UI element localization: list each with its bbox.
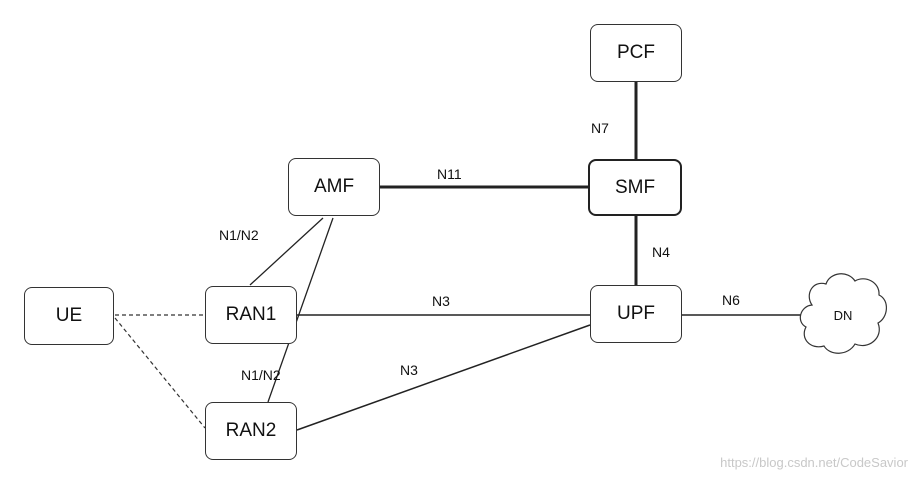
dn-cloud-shape [799,273,887,354]
pcf-node[interactable]: PCF [590,24,682,82]
smf-node[interactable]: SMF [588,159,682,216]
edge-amf-ran2 [267,217,334,403]
amf-node[interactable]: AMF [288,158,380,216]
watermark-url: https://blog.csdn.net/CodeSavior [720,455,908,470]
label-n3-ran1: N3 [432,293,450,309]
ran2-node[interactable]: RAN2 [205,402,297,460]
edge-ue-ran2-dashed [114,317,206,429]
edge-amf-ran1 [249,217,324,286]
label-n6: N6 [722,292,740,308]
label-n1n2-ran1: N1/N2 [219,227,259,243]
edge-ran2-upf [296,324,591,431]
label-n1n2-ran2: N1/N2 [241,367,281,383]
label-n4: N4 [652,244,670,260]
ue-node[interactable]: UE [24,287,114,345]
upf-node[interactable]: UPF [590,285,682,343]
ran1-node[interactable]: RAN1 [205,286,297,344]
label-n3-ran2: N3 [400,362,418,378]
label-n11: N11 [437,166,462,182]
label-n7: N7 [591,120,609,136]
dn-label: DN [834,308,853,323]
